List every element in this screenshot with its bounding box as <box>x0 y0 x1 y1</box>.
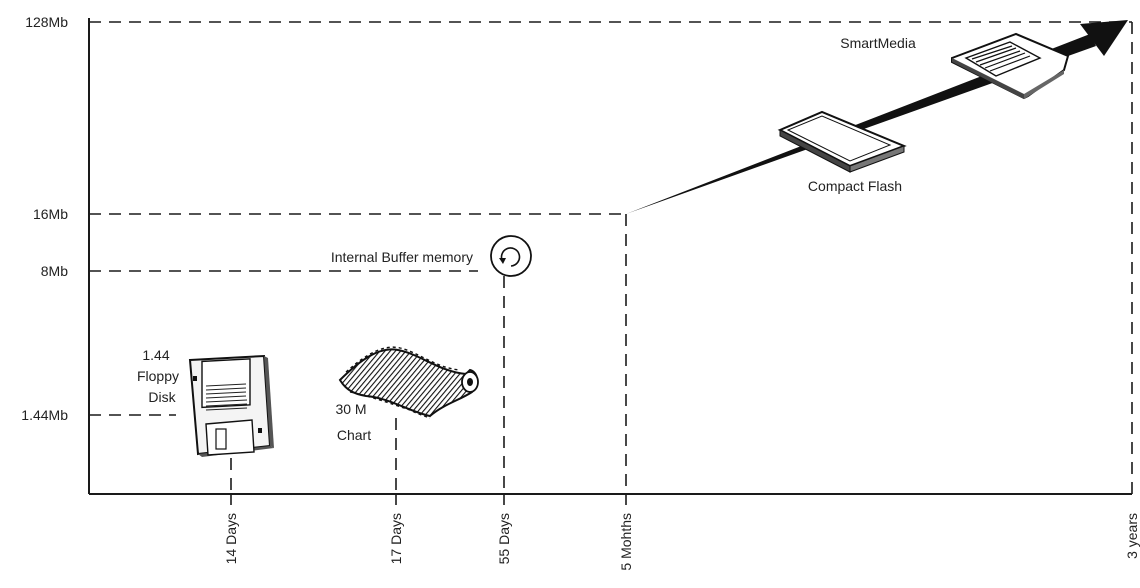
buffer-label: Internal Buffer memory <box>331 249 473 265</box>
y-label-128mb: 128Mb <box>25 14 68 30</box>
smartmedia-label: SmartMedia <box>840 35 916 51</box>
floppy-label-line2: Floppy <box>137 368 179 384</box>
y-label-16mb: 16Mb <box>33 206 68 222</box>
chart-paper-roll-icon <box>338 346 479 419</box>
x-label-55days: 55 Days <box>496 513 512 564</box>
chart-label-line2: Chart <box>337 427 371 443</box>
buffer-memory-icon <box>490 235 532 277</box>
x-label-3years: 3 years <box>1124 513 1140 559</box>
x-label-17days: 17 Days <box>388 513 404 564</box>
x-label-14days: 14 Days <box>223 513 239 564</box>
y-label-8mb: 8Mb <box>41 263 68 279</box>
compact-flash-card-icon <box>777 110 907 173</box>
x-axis-labels: 14 Days 17 Days 55 Days 5 Mohths 3 years <box>223 513 1140 571</box>
floppy-label-line3: Disk <box>148 389 176 405</box>
floppy-disk-icon <box>188 354 274 457</box>
guide-lines <box>89 21 1133 494</box>
chart-label-line1: 30 M <box>335 401 366 417</box>
smartmedia-card-icon <box>951 32 1070 100</box>
compact-flash-label: Compact Flash <box>808 178 902 194</box>
chart-label: 30 M Chart <box>335 401 371 443</box>
y-axis-labels: 128Mb 16Mb 8Mb 1.44Mb <box>21 14 68 423</box>
x-label-5months: 5 Mohths <box>618 513 634 571</box>
x-axis-ticks <box>230 494 627 505</box>
growth-arrow-icon <box>626 20 1128 214</box>
floppy-label: 1.44 Floppy Disk <box>137 347 179 405</box>
floppy-label-line1: 1.44 <box>142 347 169 363</box>
y-label-144mb: 1.44Mb <box>21 407 68 423</box>
